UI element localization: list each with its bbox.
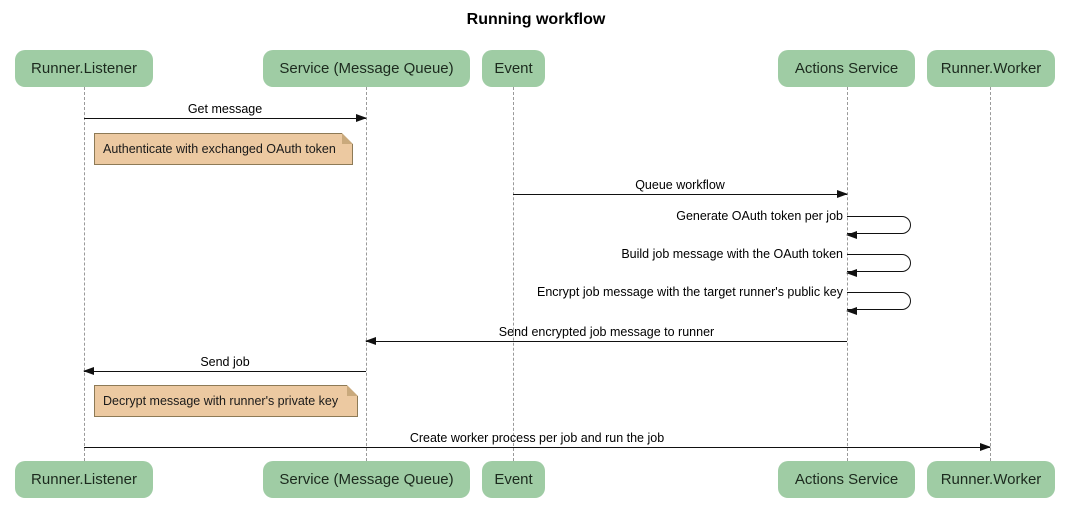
message-label: Send job (200, 355, 250, 369)
note-decrypt: Decrypt message with runner's private ke… (94, 385, 358, 417)
message-send-job: Send job (83, 355, 366, 375)
lifeline-runner-worker (990, 87, 991, 461)
message-get-message: Get message (84, 102, 367, 122)
arrowhead-left-icon (365, 336, 376, 345)
message-create-worker-process: Create worker process per job and run th… (84, 431, 991, 451)
participant-top-event: Event (482, 50, 545, 87)
selfloop-arrow-icon (846, 216, 911, 239)
message-label: Send encrypted job message to runner (498, 325, 715, 339)
participant-bottom-event: Event (482, 461, 545, 498)
selfloop-arrow-icon (846, 254, 911, 277)
arrow-line (365, 336, 847, 345)
participant-top-actions-service: Actions Service (778, 50, 915, 87)
selfloop-label-build-job-message: Build job message with the OAuth token (621, 247, 843, 261)
participant-bottom-runner-worker: Runner.Worker (927, 461, 1055, 498)
note-label: Decrypt message with runner's private ke… (103, 394, 339, 408)
participant-bottom-service-message-queue: Service (Message Queue) (263, 461, 470, 498)
selfloop-arrow-icon (846, 292, 911, 315)
arrow-line (84, 442, 991, 451)
arrow-line (513, 189, 848, 198)
message-queue-workflow: Queue workflow (513, 178, 848, 198)
lifeline-service-message-queue (366, 87, 367, 461)
arrow-line (84, 113, 367, 122)
diagram-title: Running workflow (466, 11, 606, 28)
participant-top-runner-worker: Runner.Worker (927, 50, 1055, 87)
lifeline-event (513, 87, 514, 461)
arrowhead-right-icon (837, 189, 848, 198)
participant-bottom-actions-service: Actions Service (778, 461, 915, 498)
message-send-encrypted-job: Send encrypted job message to runner (365, 325, 847, 345)
participant-top-runner-listener: Runner.Listener (15, 50, 153, 87)
arrowhead-right-icon (980, 442, 991, 451)
message-label: Create worker process per job and run th… (409, 431, 665, 445)
arrowhead-left-icon (83, 366, 94, 375)
lifeline-runner-listener (84, 87, 85, 461)
selfloop-label-generate-oauth: Generate OAuth token per job (676, 209, 843, 223)
selfloop-label-encrypt-job-message: Encrypt job message with the target runn… (536, 285, 843, 299)
arrow-line (83, 366, 366, 375)
note-label: Authenticate with exchanged OAuth token (103, 142, 336, 156)
arrowhead-right-icon (356, 113, 367, 122)
participant-bottom-runner-listener: Runner.Listener (15, 461, 153, 498)
message-label: Queue workflow (635, 178, 725, 192)
note-authenticate: Authenticate with exchanged OAuth token (94, 133, 353, 165)
participant-top-service-message-queue: Service (Message Queue) (263, 50, 470, 87)
message-label: Get message (187, 102, 263, 116)
